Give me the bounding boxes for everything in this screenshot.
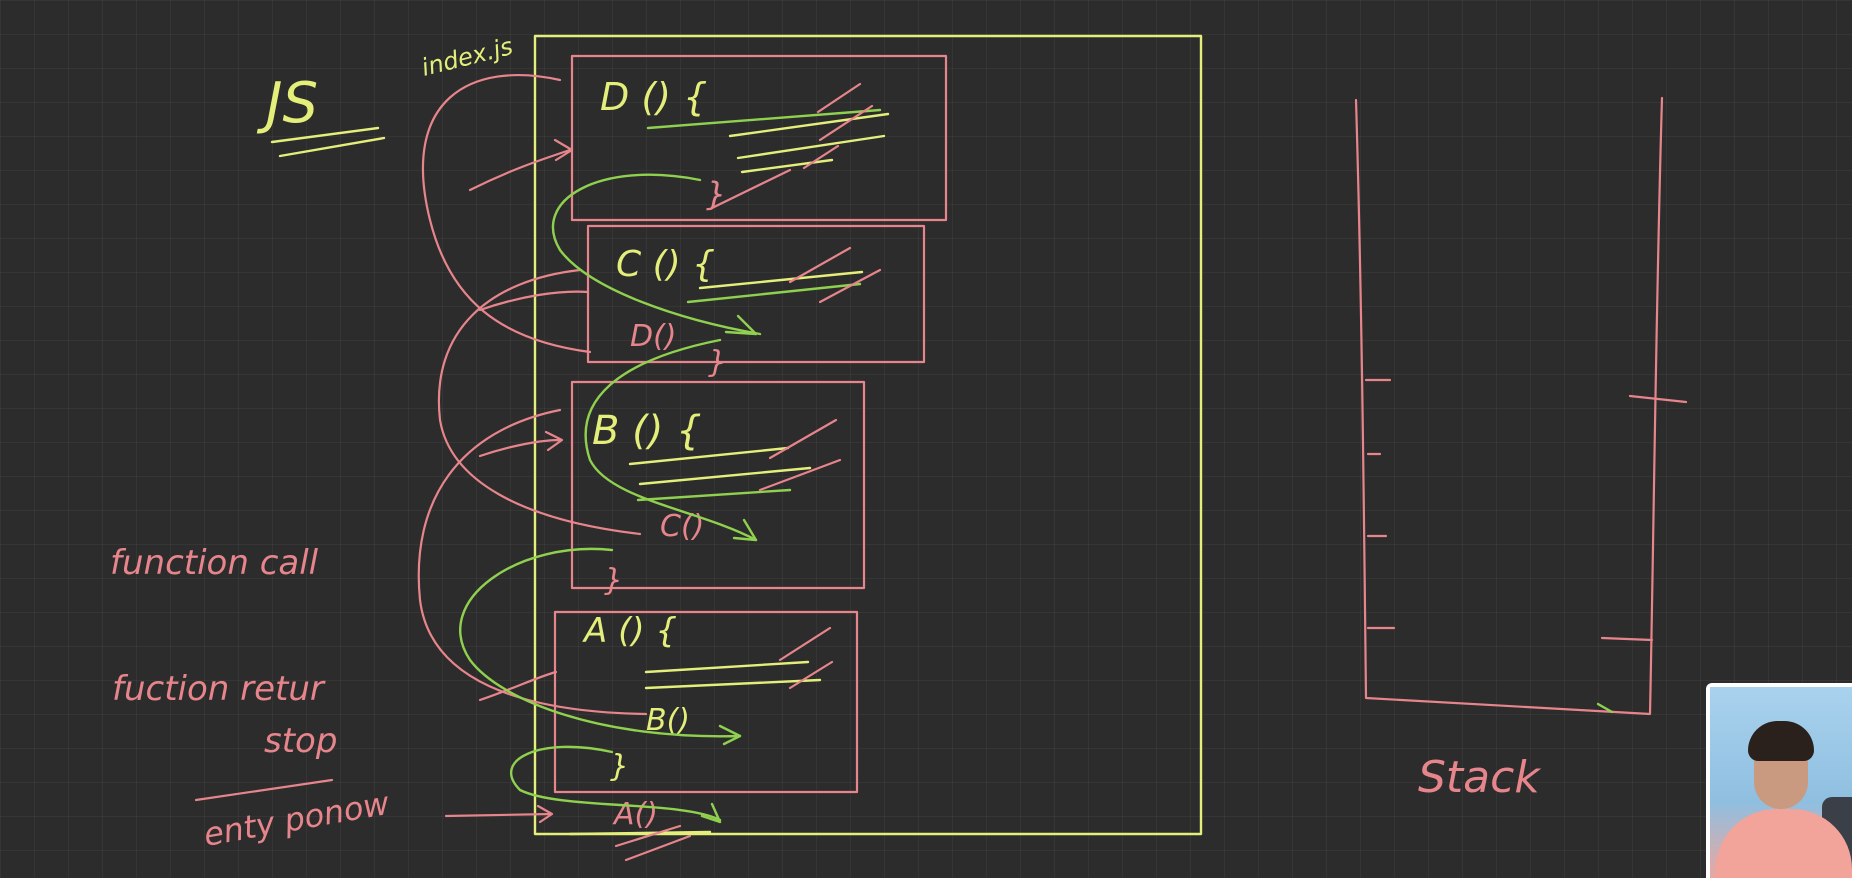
note-function-return: fuction retur — [112, 669, 326, 709]
function-c-checks — [788, 246, 882, 304]
function-a-line-1 — [644, 660, 810, 674]
note-divider — [194, 778, 334, 802]
presenter-webcam — [1706, 683, 1852, 878]
stack-container — [1354, 96, 1664, 716]
call-arrow-c — [437, 268, 642, 536]
function-d-line-3 — [736, 134, 886, 160]
stack-bottom-mark — [1596, 702, 1614, 714]
return-arrow-a — [509, 745, 722, 822]
function-d-close: } — [706, 175, 726, 213]
function-b-call: C() — [660, 509, 704, 544]
return-arrow-a-head — [700, 802, 722, 824]
function-a-close: } — [610, 749, 629, 784]
function-b-line-3 — [636, 488, 792, 502]
function-b-checks — [758, 418, 842, 492]
function-a-line-2 — [644, 678, 822, 690]
return-arrow-b — [459, 547, 742, 738]
call-arrow-d — [421, 73, 592, 354]
call-arrow-b — [417, 408, 648, 716]
function-d-line-2 — [728, 112, 890, 138]
function-b-line-2 — [638, 466, 812, 486]
title-js: JS — [256, 71, 318, 136]
function-b-box — [570, 380, 866, 590]
function-d-line-4 — [740, 158, 834, 174]
return-arrow-b-head — [718, 724, 742, 746]
call-arrow-into-b — [478, 430, 564, 458]
function-c-line-1 — [698, 270, 864, 290]
title-underline-1 — [270, 126, 380, 144]
return-arrow-c-head — [732, 518, 758, 542]
function-a-box — [553, 610, 859, 794]
function-c-line-2 — [686, 282, 862, 304]
function-c-call: D() — [630, 319, 677, 354]
file-box — [533, 34, 1203, 836]
function-b-header: B () { — [592, 408, 702, 454]
presenter-hair — [1748, 721, 1814, 761]
function-a-header: A () { — [582, 611, 677, 651]
entry-arrow — [444, 804, 554, 824]
call-arrow-into-a — [478, 670, 558, 702]
function-a-checks — [778, 626, 834, 690]
function-c-close: } — [708, 345, 727, 380]
function-d-header: D () { — [600, 75, 707, 119]
webcam-feed — [1710, 687, 1852, 878]
entry-underline — [568, 830, 712, 836]
call-arrow-into-d — [468, 138, 574, 192]
stack-right-ticks — [1600, 394, 1688, 642]
stack-left-ticks — [1364, 378, 1396, 630]
note-stop: stop — [264, 721, 337, 761]
return-arrow-c — [584, 338, 758, 542]
entry-call: A() — [612, 797, 658, 832]
function-d-box — [570, 54, 948, 222]
function-d-checks — [710, 82, 874, 210]
function-d-line-1 — [646, 108, 882, 130]
entry-cross — [614, 824, 692, 862]
file-label: index.js — [419, 32, 516, 82]
return-arrow-d — [552, 173, 762, 336]
function-b-line-1 — [628, 446, 790, 466]
note-function-call: function call — [110, 543, 319, 583]
stack-label: Stack — [1418, 752, 1541, 803]
return-arrow-d-head — [724, 314, 758, 336]
function-b-close: } — [604, 563, 623, 598]
function-c-box — [586, 224, 926, 364]
function-c-header: C () { — [616, 244, 715, 285]
title-underline-2 — [278, 136, 386, 158]
call-arrow-into-c — [478, 290, 590, 312]
